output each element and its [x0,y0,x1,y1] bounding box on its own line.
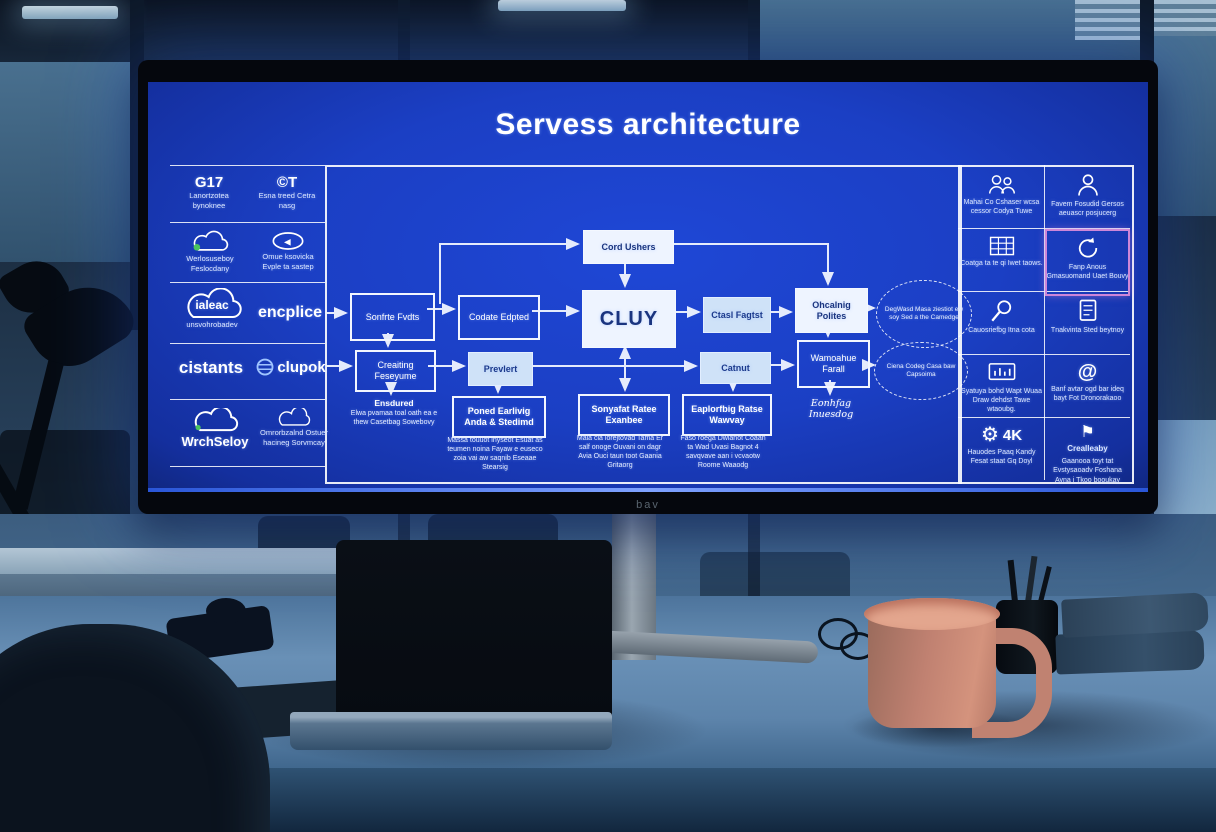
logo-item: G17 Lanortzotea bynoknee [174,174,244,211]
feature-cell-highlighted: Fanp Anous Gmasuomand Uaet Bouvy [1045,229,1130,296]
mug-rim [864,598,1000,630]
flow-node-codate: Codate Edpted [458,295,540,340]
flow-node-cluy: CLUY [582,290,676,348]
flow-node-cord-ushers: Cord Ushers [583,230,674,264]
feature-cell: ⚙ 4K Hauodes Paaq Kandy Fesat staat Gq D… [967,424,1036,466]
feature-cell: Mahai Co Cshaser wcsa cessor Codya Tuwe [960,167,1043,232]
flow-node-sonfrte: Sonfrte Fvdts [350,293,435,341]
divider [1044,165,1045,480]
phone-logo-icon: ©T [276,174,298,191]
feature-cell: Syatuya bohd Wapt Wuaa Draw dehdst Tawe … [960,356,1043,421]
flow-node-catnut: Catnut [700,352,771,384]
logo-item: WrchSeloy [172,408,258,449]
window-pane [0,62,130,262]
diagram-title: Servess architecture [495,108,801,141]
flag-icon: ⚑ [1080,424,1095,441]
logo-item: cistants [178,358,244,377]
window-frame [748,0,760,70]
divider [170,343,325,344]
feature-cell: Cauosriefbg Itna cota [960,293,1043,358]
flow-node-wamoahue: Wamoahue Farall [797,340,870,388]
ceiling-light [22,6,118,19]
table-icon [989,236,1015,256]
people-icon [987,173,1017,195]
4k-badge: 4K [1002,426,1023,444]
globe-icon [256,358,274,376]
flow-note-ensdured: Ensdured Elwa pvamaa toal oath ea e thew… [350,398,438,426]
divider [170,466,325,467]
flow-node-ohcalnig: Ohcalnig Polites [795,288,868,333]
flow-node-eaplorfbig: Eaplorfbig Ratse Wawvay [682,394,772,436]
feature-cell: Tnakvinta Sted beytnoy [1046,293,1129,358]
flow-cloud-bottom: Ciena Codeg Casa baw Capsoima [874,342,968,400]
flow-cloud-top: DegWasd Masa ziestiot ew soy Sed a the C… [876,280,972,348]
coffee-mug [868,612,996,728]
flow-note-eonhfag: Eonhfag Inuesdog [808,398,854,421]
divider [958,354,1130,355]
flow-node-creaiting: Creaiting Feseyume [355,350,436,392]
magnifier-icon [990,299,1014,323]
divider [958,291,1130,292]
circle-arrow-icon [252,230,324,252]
flow-node-sonyafat: Sonyafat Ratee Exanbee [578,394,670,436]
divider [170,282,325,283]
flow-note-sonyafat: Mala cia lorejtovad Tama Er salf onoge O… [576,435,664,470]
logo-item: ©T Esna treed Cetra nasg [252,174,322,211]
feature-cell: ⚑ Crealleaby Gaanooa toyt tat Evstysaoad… [1053,424,1122,484]
feature-cell: @ Banf avtar ogd bar ideq bayt Fot Drono… [1051,361,1124,403]
logo-item: Omue ksovicka Evple ta sastep [252,230,324,272]
logo-item: encplice [257,304,323,321]
monitor-screen: Servess architecture G17 Lanortzotea byn… [148,82,1148,492]
laptop-lid [336,540,612,718]
window-frame [748,514,760,614]
person-icon [1076,173,1100,197]
flow-node-prevlert: Prevlert [468,352,533,386]
divider [170,399,325,400]
logo-item: ialeac unsvohrobadev [172,288,252,330]
notebook [1061,592,1209,638]
window-pane [1152,36,1216,216]
flow-note-eaplorfbig: Faso roega Dwianot Coaan ta Wad Uvasi Ba… [680,435,766,470]
cloud-check-icon [174,230,246,254]
background-chair [700,552,850,600]
cloud-wordmark-icon [172,288,252,322]
logo-item: Werlosuseboy Feslocdany [174,230,246,274]
divider [170,222,325,223]
cabinet-top [0,548,336,574]
feature-cell: Favem Fosudid Gersos aeuascr posjucerg [1046,167,1129,232]
monitor-brand-label: bav [636,499,660,511]
flow-node-ctasl: Ctasl Fagtst [703,297,771,333]
folded-headphones [206,598,246,624]
feature-cell: Coatga ta te qi Iwet taows. [960,230,1043,295]
g17-logo-icon: G17 [194,174,224,191]
laptop-base [290,712,612,750]
ceiling-light [498,0,626,11]
document-icon [1077,299,1099,323]
gear-icon: ⚙ [980,424,999,446]
divider [958,228,1130,229]
at-icon: @ [1077,361,1098,383]
window-frame [398,0,410,70]
cloud-outline-icon [260,408,328,428]
sync-icon [1076,236,1100,260]
divider [170,165,325,166]
flow-note-poned: Massa touuot inyseot Esuat as teumen noi… [447,437,543,472]
logo-item: clupok [254,358,328,376]
divider [958,417,1130,418]
flow-node-poned: Poned Earlivig Anda & Stedimd [452,396,546,438]
cloud-icon [172,408,258,434]
logo-item: Omrorbzalnd Ostuer hacineg Sorvmcay [260,408,328,448]
monitor-chart-icon [988,362,1016,384]
